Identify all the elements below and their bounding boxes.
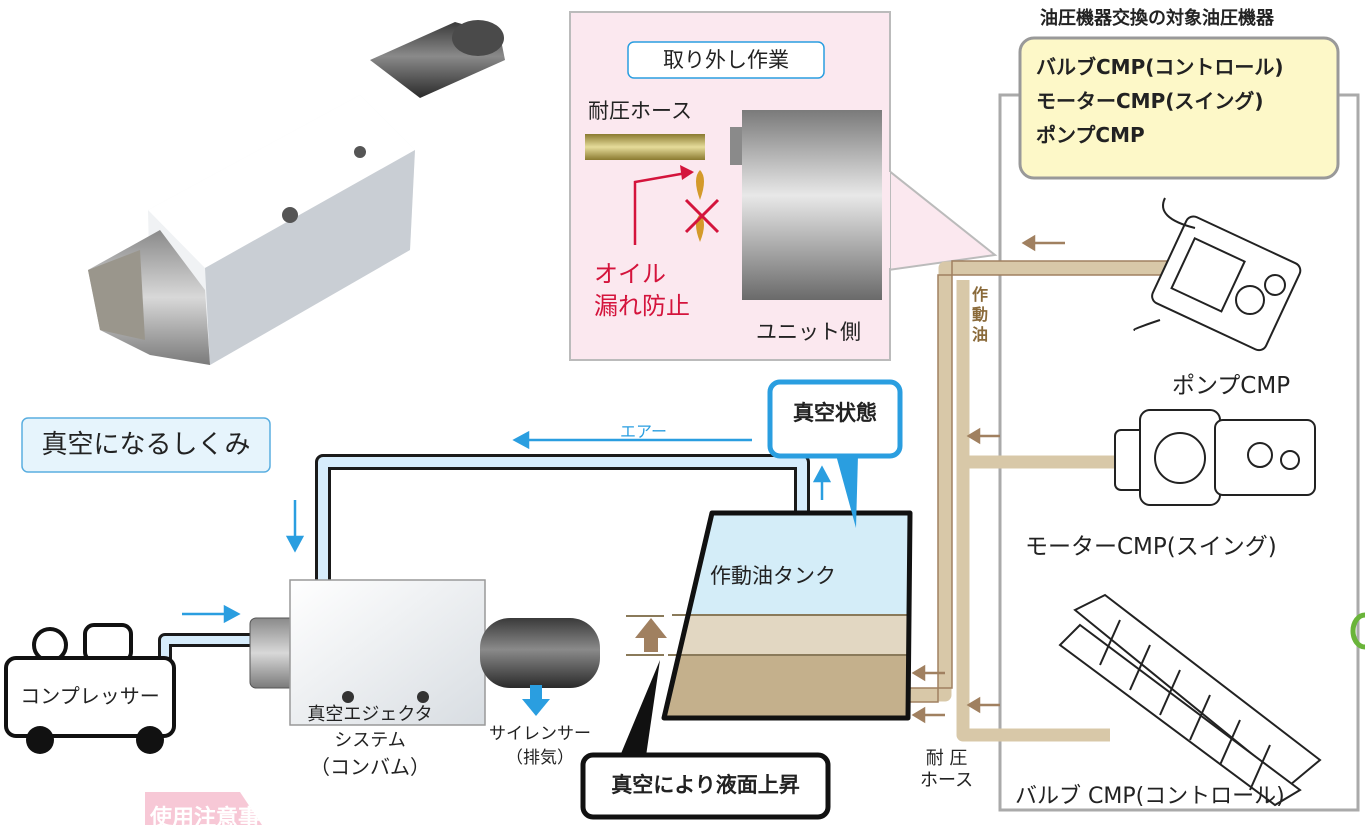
vacuum-callout [767,379,903,528]
pressure-hose-label: 耐 圧 ホース [920,748,973,792]
valve-label: バルブ CMP(コントロール) [1015,784,1285,809]
pressure-hose-line-1: 耐 圧 [925,748,968,769]
caution-banner [145,792,262,825]
ejector-line-3: （コンバム） [310,755,430,779]
pump-label: ポンプCMP [1172,373,1291,399]
air-arrows [182,430,832,624]
target-item-valve: バルブCMP(コントロール) [1036,55,1284,79]
target-item-pump: ポンプCMP [1036,123,1145,147]
mechanism-title: 真空になるしくみ [41,430,251,460]
mechanism-title-box [21,417,271,473]
valve-component [1058,593,1322,807]
compressor [4,623,176,754]
hydraulic-oil-char-1: 作 [972,285,989,304]
ejector-line-1: 真空エジェクタ [307,704,433,725]
hydraulic-oil-char-3: 油 [972,325,989,344]
oil-leak-line-2: 漏れ防止 [594,292,690,320]
compressor-label: コンプレッサー [20,684,160,708]
target-list: バルブCMP(コントロール) モーターCMP(スイング) ポンプCMP [1036,50,1284,152]
target-section-title: 油圧機器交換の対象油圧機器 [1040,8,1274,29]
motor-label: モーターCMP(スイング) [1025,534,1277,560]
hydraulic-tank [661,510,913,721]
oil-flow-arrows [911,234,1065,724]
oil-leak-line-1: オイル [594,260,666,288]
level-rise-label: 真空により液面上昇 [611,773,800,797]
hydraulic-oil-char-2: 動 [972,305,989,324]
vacuum-state-label: 真空状態 [793,401,877,425]
ejector-system [249,579,600,726]
removal-title: 取り外し作業 [663,48,789,72]
ejector-label: 真空エジェクタ システム （コンバム） [300,702,440,780]
edge-decoration [1350,612,1365,650]
motor-component [1114,409,1316,506]
ejector-line-2: システム [334,730,406,751]
silencer-line-2: （排気） [506,748,574,768]
unit-label: ユニット側 [756,320,861,344]
silencer-arrow [522,685,550,716]
hydraulic-hoses [905,261,1185,742]
tank-label: 作動油タンク [710,564,836,588]
target-frame [998,93,1360,812]
level-rise-callout [580,660,831,820]
level-rise-indicator [626,615,667,656]
target-box [1018,36,1340,180]
silencer-line-1: サイレンサー [489,724,591,744]
air-label: エアー [620,422,668,441]
pump-component [1133,197,1302,352]
hydraulic-oil-label: 作 動 油 [972,285,988,345]
caution-label: 使用注意事項 [150,806,283,831]
pressure-hose-line-2: ホース [920,770,974,791]
removal-inset [569,11,998,361]
ejector-photo [88,20,505,365]
hose-label: 耐圧ホース [588,99,692,123]
silencer-label: サイレンサー （排気） [475,722,605,770]
target-item-motor: モーターCMP(スイング) [1036,89,1264,113]
oil-leak-label: オイル 漏れ防止 [594,258,690,322]
